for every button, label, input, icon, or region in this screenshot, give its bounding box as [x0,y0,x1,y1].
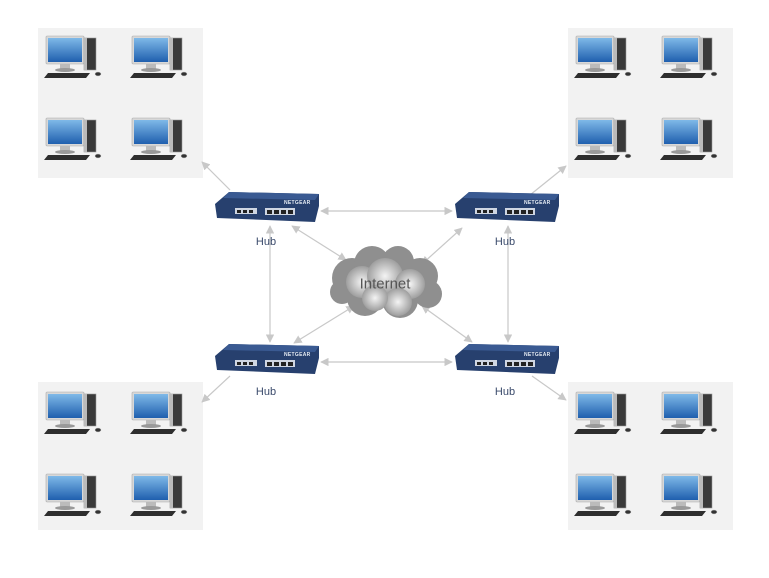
hub-brand-label: NETGEAR [284,200,311,206]
hub-icon-bottom-left [215,344,319,374]
connector [529,165,567,196]
connector [531,375,567,401]
hub-label: Hub [255,386,277,398]
computer-group-bottom-left [38,382,203,530]
connector [293,305,355,344]
hub-brand-label: NETGEAR [284,352,311,358]
connector [421,305,473,343]
connector [201,375,231,403]
hub-brand-label: NETGEAR [524,200,551,206]
hub-icon-bottom-right [455,344,559,374]
hub-icon-top-left [215,192,319,222]
internet-cloud-icon [330,246,442,318]
internet-label: Internet [359,275,411,293]
hub-brand-label: NETGEAR [524,352,551,358]
connectors [201,161,567,403]
computer-group-top-left [38,28,203,178]
hub-label: Hub [255,236,277,248]
hub-label: Hub [494,386,516,398]
computer-group-bottom-right [568,382,733,530]
computer-group-top-right [568,28,733,178]
connector [421,227,463,265]
connector [201,161,231,191]
connector [291,225,347,261]
hub-label: Hub [494,236,516,248]
hub-icon-top-right [455,192,559,222]
